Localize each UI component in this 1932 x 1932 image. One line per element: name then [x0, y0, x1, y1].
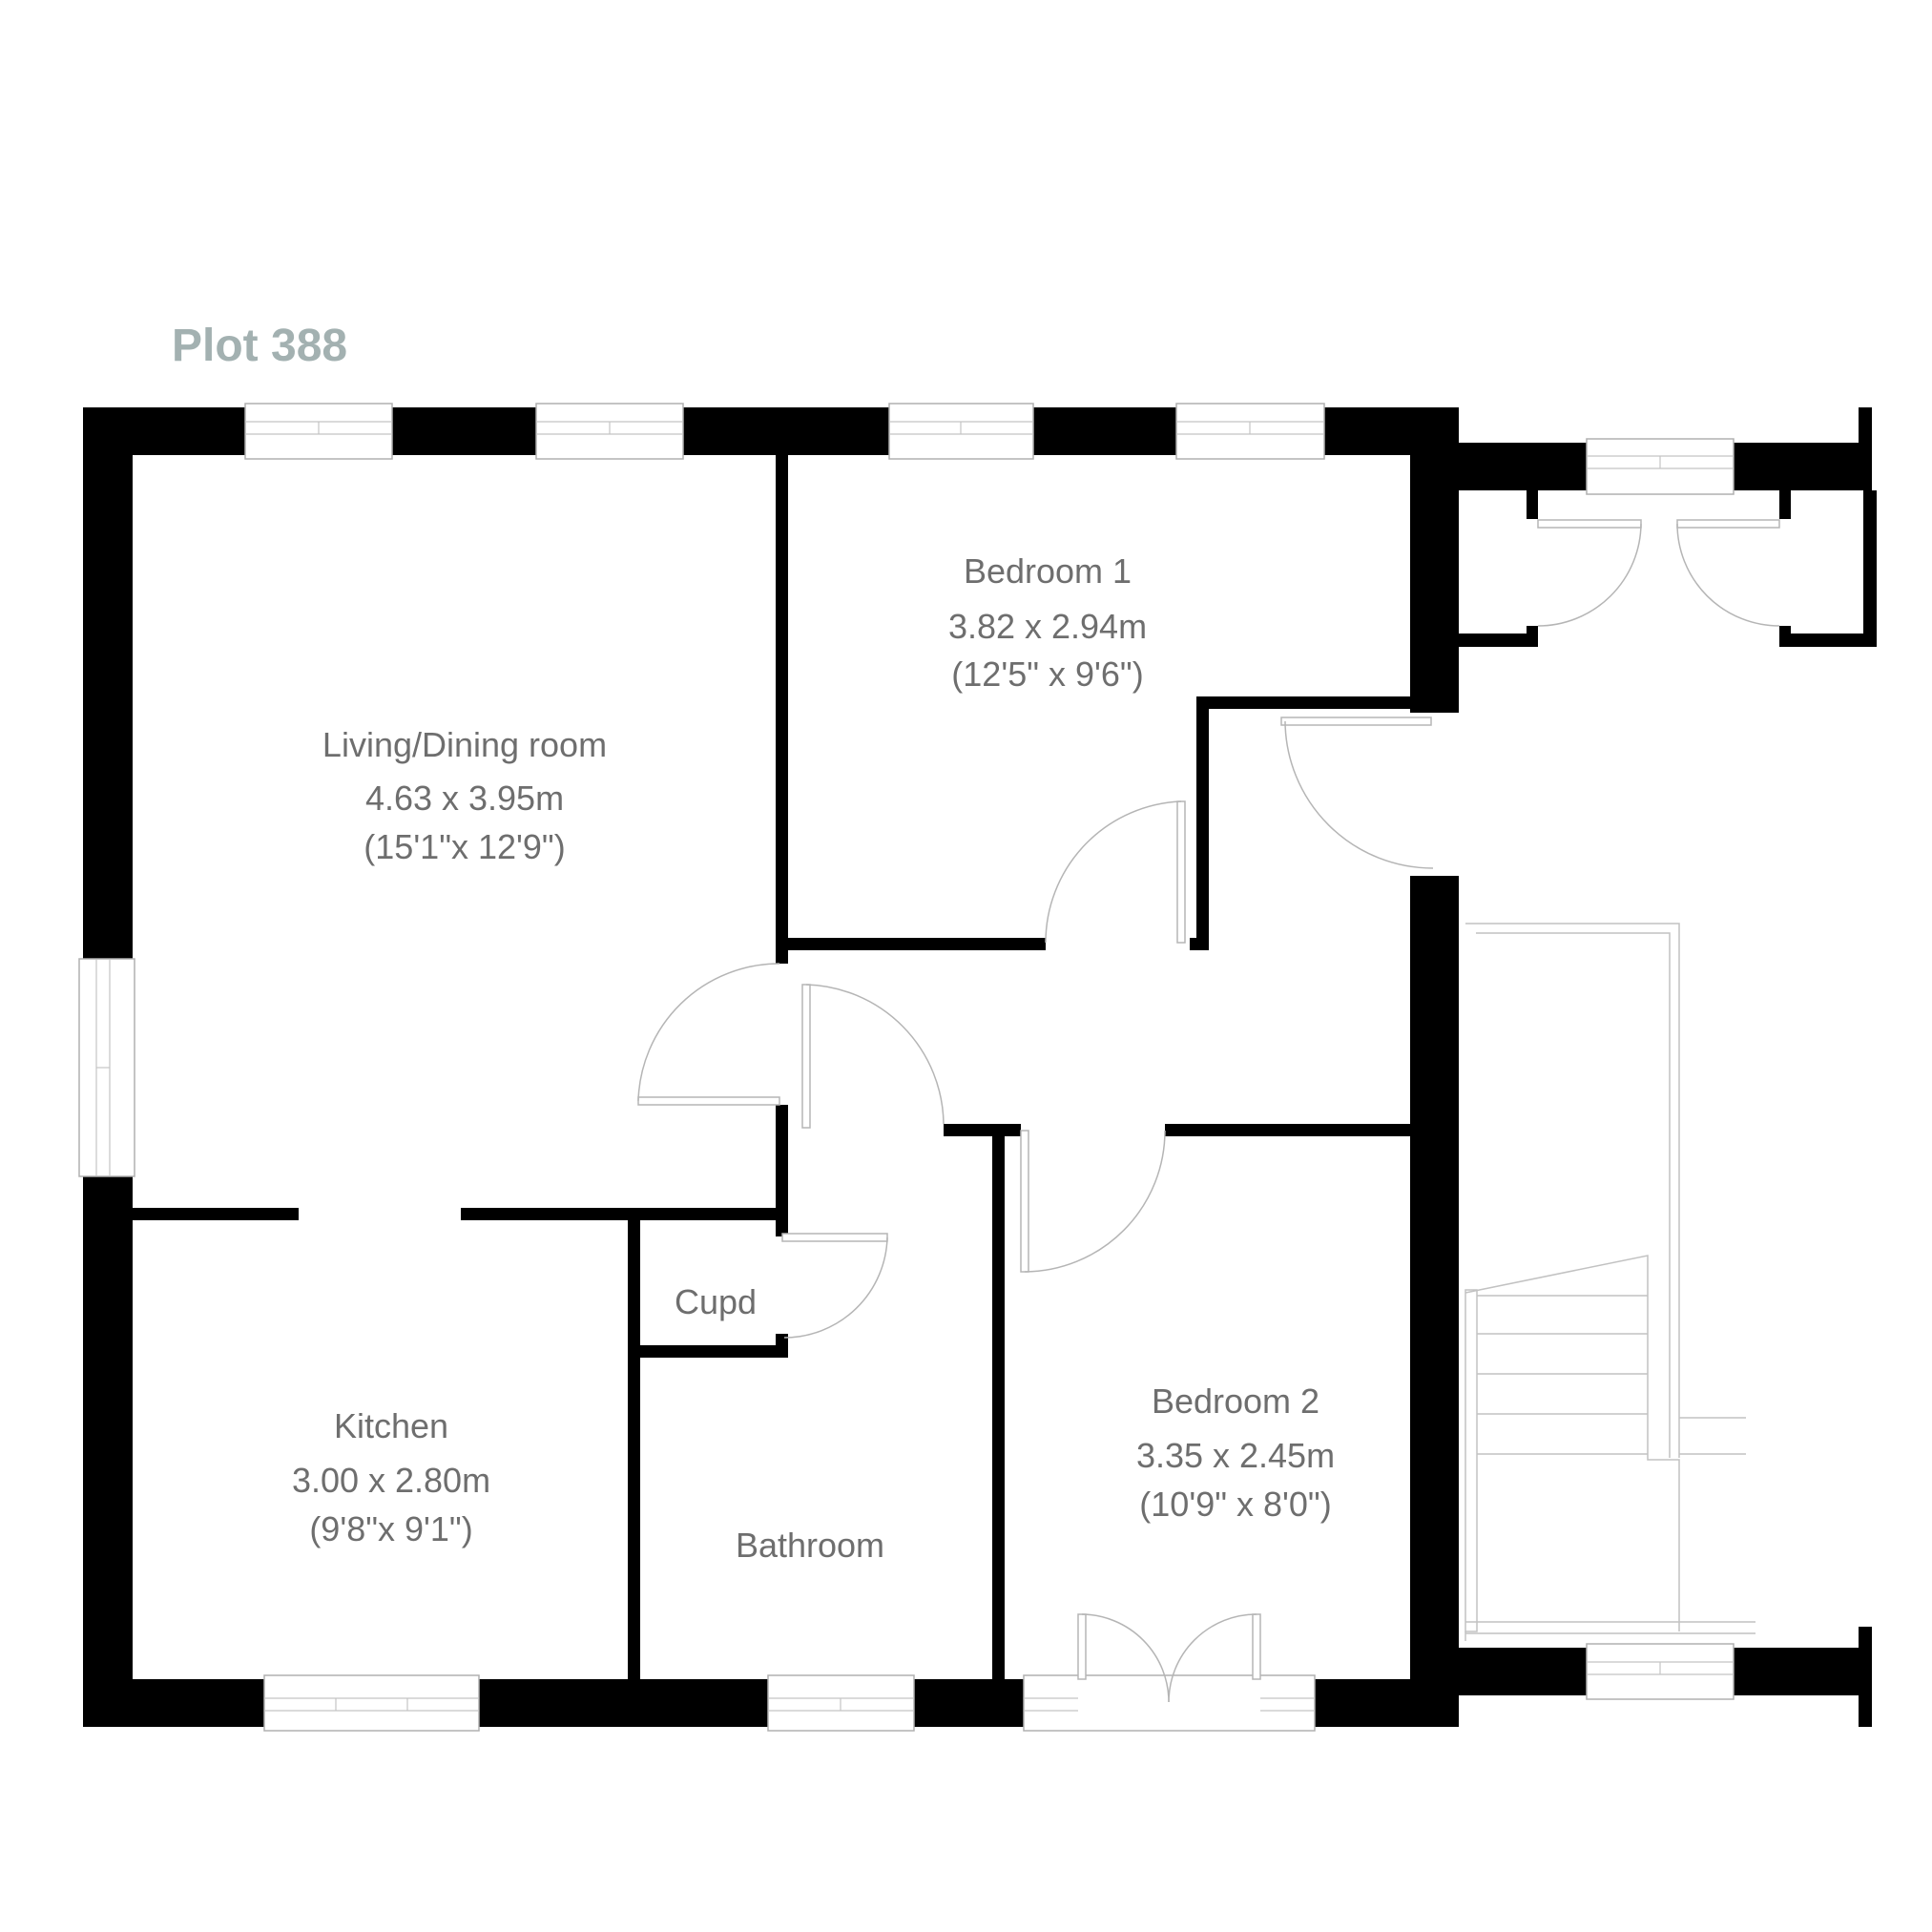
- room-bedroom1-imperial: (12'5" x 9'6"): [951, 654, 1143, 694]
- room-living-name: Living/Dining room: [322, 725, 607, 764]
- room-cupd: Cupd: [675, 1282, 757, 1321]
- door-bedroom2-french: [1077, 1613, 1261, 1703]
- window-top-4: [1175, 403, 1325, 460]
- door-bedroom2: [1020, 1130, 1166, 1273]
- door-lobby-right: [1676, 519, 1780, 627]
- door-bedroom1: [1045, 800, 1186, 944]
- room-kitchen: Kitchen 3.00 x 2.80m (9'8"x 9'1"): [292, 1406, 490, 1548]
- room-kitchen-imperial: (9'8"x 9'1"): [309, 1509, 472, 1548]
- window-bathroom: [767, 1674, 915, 1732]
- room-bedroom1: Bedroom 1 3.82 x 2.94m (12'5" x 9'6"): [948, 551, 1147, 694]
- door-bathroom: [801, 984, 945, 1129]
- window-top-2: [535, 403, 684, 460]
- door-cupboard: [781, 1233, 888, 1339]
- stairs: [1465, 923, 1755, 1641]
- window-lobby-top: [1586, 438, 1735, 495]
- room-living-imperial: (15'1"x 12'9"): [364, 827, 565, 866]
- door-lobby-left: [1537, 519, 1642, 627]
- window-top-3: [888, 403, 1034, 460]
- room-kitchen-name: Kitchen: [334, 1406, 448, 1445]
- window-bedroom2-doors: [1023, 1674, 1316, 1732]
- interior-walls: [133, 455, 1410, 1679]
- room-living-metric: 4.63 x 3.95m: [365, 779, 564, 818]
- plot-title: Plot 388: [172, 321, 347, 371]
- room-kitchen-metric: 3.00 x 2.80m: [292, 1461, 490, 1500]
- room-bedroom2: Bedroom 2 3.35 x 2.45m (10'9" x 8'0"): [1136, 1381, 1335, 1524]
- room-bathroom: Bathroom: [736, 1526, 884, 1565]
- windows: [78, 403, 1735, 1732]
- room-bedroom2-metric: 3.35 x 2.45m: [1136, 1436, 1335, 1475]
- room-bedroom2-name: Bedroom 2: [1152, 1381, 1319, 1421]
- lobby-walls: [1459, 407, 1877, 1727]
- door-entrance: [1280, 717, 1434, 869]
- room-living: Living/Dining room 4.63 x 3.95m (15'1"x …: [322, 725, 607, 866]
- doors: [637, 519, 1780, 1703]
- door-living: [637, 963, 780, 1106]
- room-bedroom2-imperial: (10'9" x 8'0"): [1139, 1485, 1331, 1524]
- room-bathroom-name: Bathroom: [736, 1526, 884, 1565]
- room-bedroom1-metric: 3.82 x 2.94m: [948, 607, 1147, 646]
- window-kitchen: [263, 1674, 480, 1732]
- exterior-walls: [83, 407, 1459, 1727]
- window-top-1: [244, 403, 393, 460]
- room-bedroom1-name: Bedroom 1: [964, 551, 1132, 591]
- window-left: [78, 958, 135, 1177]
- room-cupd-name: Cupd: [675, 1282, 757, 1321]
- window-lobby-bottom: [1586, 1643, 1735, 1700]
